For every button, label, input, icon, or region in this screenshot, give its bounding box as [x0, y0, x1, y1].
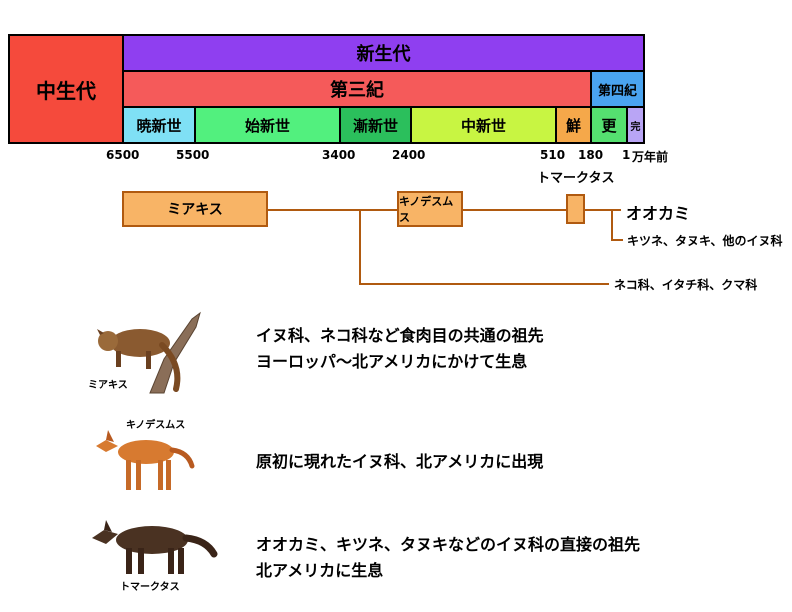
quaternary-label: 第四紀: [597, 83, 637, 99]
tick-1: 1: [622, 148, 631, 162]
tertiary-label: 第三紀: [330, 80, 384, 101]
branch-line: [611, 209, 613, 241]
hesperocyon-caption: キノデスムス: [126, 420, 186, 431]
tick-3400: 3400: [322, 148, 356, 162]
epoch-pleistocene: 更: [590, 106, 628, 144]
quaternary-cell: 第四紀: [590, 70, 645, 108]
miacis-label: ミアキス: [167, 202, 223, 218]
epoch-eocene: 始新世: [194, 106, 341, 144]
tick-510: 510: [540, 148, 566, 162]
epoch-label: 漸新世: [352, 116, 398, 135]
tick-2400: 2400: [392, 148, 426, 162]
epoch-miocene: 中新世: [410, 106, 557, 144]
description-line: 原初に現れたイヌ科、北アメリカに出現: [256, 452, 544, 471]
epoch-paleocene: 暁新世: [122, 106, 196, 144]
other-families-label: ネコ科、イタチ科、クマ科: [614, 278, 758, 292]
tomarctus-box: [566, 194, 585, 224]
miacis-description: イヌ科、ネコ科など食肉目の共通の祖先 ヨーロッパ～北アメリカにかけて生息: [256, 323, 544, 375]
epoch-oligocene: 漸新世: [339, 106, 412, 144]
hesperocyon-box: キノデスムス: [397, 191, 463, 227]
hesperocyon-illustration: [96, 430, 195, 490]
epoch-pliocene: 鮮: [555, 106, 592, 144]
tick-5500: 5500: [176, 148, 210, 162]
description-line: 北アメリカに生息: [256, 561, 384, 580]
tick-6500: 6500: [106, 148, 140, 162]
hesperocyon-description: 原初に現れたイヌ科、北アメリカに出現: [256, 449, 543, 475]
tomarctus-description: オオカミ、キツネ、タヌキなどのイヌ科の直接の祖先 北アメリカに生息: [256, 532, 640, 584]
tomarctus-caption: トマークタス: [120, 582, 180, 593]
tertiary-cell: 第三紀: [122, 70, 592, 108]
branch-line: [359, 283, 609, 285]
branch-line: [359, 209, 361, 285]
epoch-label: 完: [630, 121, 641, 133]
epoch-label: 鮮: [565, 116, 581, 135]
epoch-label: 中新世: [460, 116, 506, 135]
miacis-box: ミアキス: [122, 191, 268, 227]
wolf-label: オオカミ: [626, 204, 691, 223]
mesozoic-label: 中生代: [36, 78, 96, 103]
description-line: オオカミ、キツネ、タヌキなどのイヌ科の直接の祖先: [256, 535, 641, 554]
hesperocyon-label: キノデスムス: [399, 195, 454, 224]
miacis-caption: ミアキス: [88, 380, 128, 391]
cenozoic-label: 新生代: [356, 44, 411, 65]
epoch-holocene: 完: [626, 106, 645, 144]
miacis-illustration: [97, 311, 201, 394]
description-line: イヌ科、ネコ科など食肉目の共通の祖先: [256, 326, 544, 345]
epoch-label: 暁新世: [136, 116, 182, 135]
branch-line: [585, 209, 621, 211]
tick-180: 180: [578, 148, 604, 162]
tomarctus-illustration: [92, 520, 218, 574]
cenozoic-cell: 新生代: [122, 34, 645, 72]
tomarctus-label: トマークタス: [537, 171, 615, 186]
epoch-label: 始新世: [244, 116, 290, 135]
branch-line: [463, 209, 566, 211]
other-canids-label: キツネ、タヌキ、他のイヌ科: [627, 234, 783, 248]
tick-unit: 万年前: [632, 150, 669, 164]
mesozoic-cell: 中生代: [8, 34, 124, 144]
epoch-label: 更: [601, 116, 617, 135]
branch-line: [611, 239, 623, 241]
branch-line: [268, 209, 398, 211]
description-line: ヨーロッパ～北アメリカにかけて生息: [256, 352, 528, 371]
